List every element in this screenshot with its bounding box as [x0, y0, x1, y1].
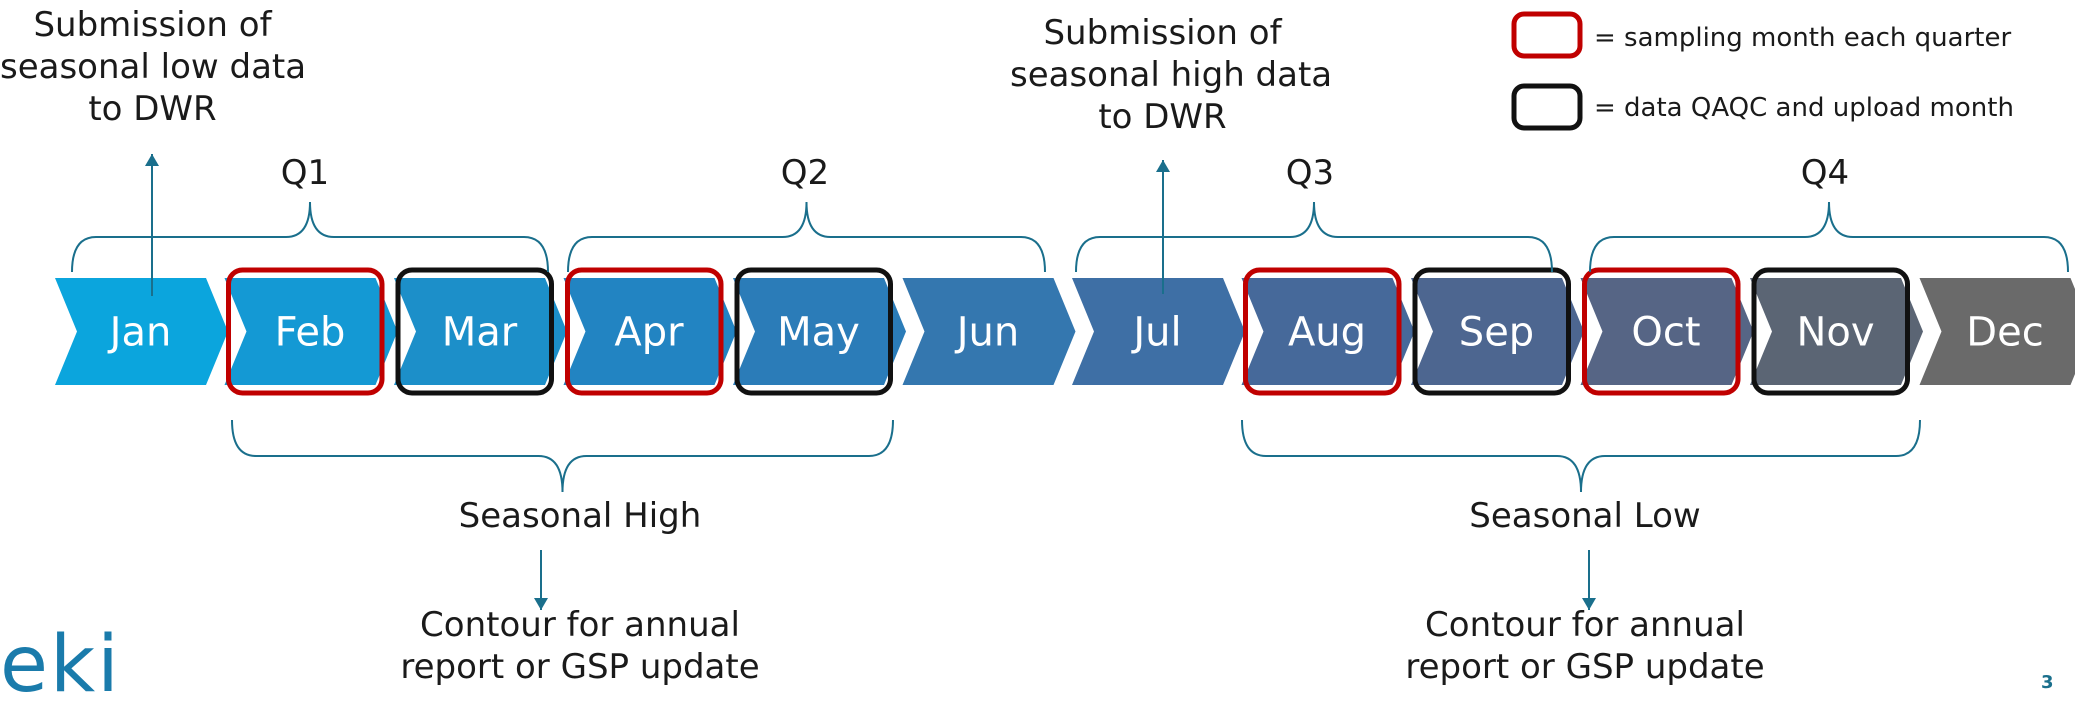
quarter-brace-q3	[1076, 202, 1552, 272]
submission-low-arrow-head	[145, 154, 159, 166]
contour-low-label: Contour for annual report or GSP update	[1385, 604, 1785, 688]
month-label-aug: Aug	[1288, 310, 1366, 356]
legend-qaqc-text: = data QAQC and upload month	[1594, 92, 2014, 124]
legend-sampling-box	[1514, 14, 1580, 56]
submission-high-line-3: to DWR	[1010, 96, 1315, 138]
legend-sampling-text: = sampling month each quarter	[1594, 22, 2011, 54]
month-label-mar: Mar	[442, 310, 518, 356]
submission-low-line-2: seasonal low data	[0, 46, 305, 88]
quarter-brace-q2	[568, 202, 1045, 272]
month-label-dec: Dec	[1966, 310, 2043, 356]
contour-low-line-2: report or GSP update	[1385, 646, 1785, 688]
seasonal-low-label: Seasonal Low	[1435, 495, 1735, 537]
quarter-label-q3: Q3	[1255, 152, 1365, 194]
contour-high-line-1: Contour for annual	[380, 604, 780, 646]
month-label-jan: Jan	[107, 310, 172, 356]
submission-high-label: Submission of seasonal high data to DWR	[1010, 12, 1315, 138]
submission-low-label: Submission of seasonal low data to DWR	[0, 4, 305, 130]
submission-high-line-2: seasonal high data	[1010, 54, 1315, 96]
month-label-may: May	[777, 310, 860, 356]
seasonal-high-brace	[232, 420, 893, 492]
seasonal-low-brace	[1242, 420, 1920, 492]
month-label-sep: Sep	[1459, 310, 1534, 356]
contour-high-line-2: report or GSP update	[380, 646, 780, 688]
quarter-label-q2: Q2	[750, 152, 860, 194]
submission-low-line-3: to DWR	[0, 88, 305, 130]
month-label-jun: Jun	[954, 310, 1020, 356]
month-label-oct: Oct	[1631, 310, 1700, 356]
contour-high-label: Contour for annual report or GSP update	[380, 604, 780, 688]
month-label-apr: Apr	[614, 310, 684, 356]
quarter-label-q4: Q4	[1770, 152, 1880, 194]
quarter-brace-q4	[1590, 202, 2068, 272]
legend-qaqc-box	[1514, 86, 1580, 128]
quarter-label-q1: Q1	[250, 152, 360, 194]
submission-low-line-1: Submission of	[0, 4, 305, 46]
quarter-brace-q1	[72, 202, 548, 272]
contour-low-line-1: Contour for annual	[1385, 604, 1785, 646]
month-label-feb: Feb	[275, 310, 346, 356]
submission-high-arrow-head	[1156, 160, 1170, 172]
page-number: 3	[2041, 672, 2054, 693]
eki-logo: eki	[0, 620, 121, 710]
submission-high-line-1: Submission of	[1010, 12, 1315, 54]
month-label-nov: Nov	[1796, 310, 1874, 356]
seasonal-high-label: Seasonal High	[430, 495, 730, 537]
month-label-jul: Jul	[1130, 310, 1181, 356]
